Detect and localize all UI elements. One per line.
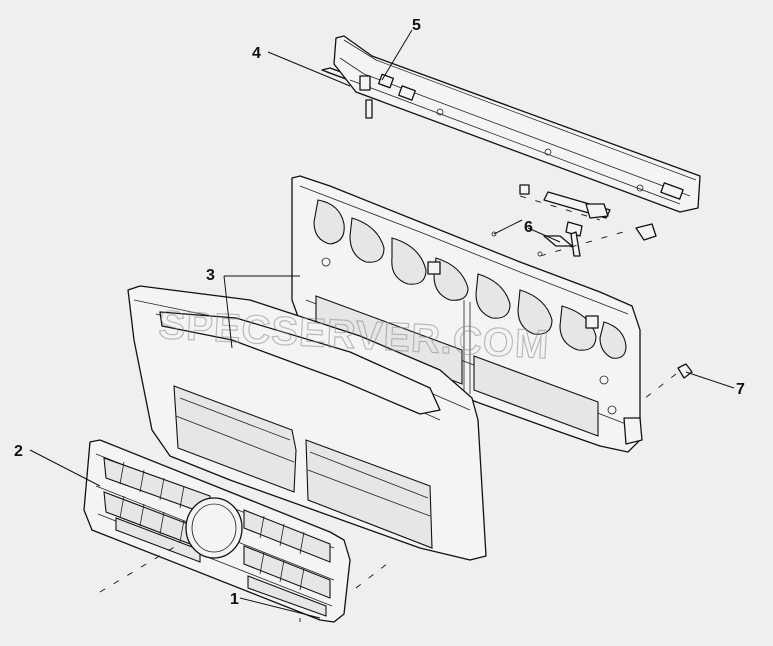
leader-lines [29, 29, 735, 619]
part-6-latch-hardware [491, 184, 657, 257]
part-2-front-grille [83, 439, 351, 623]
callout-1: 1 [230, 591, 239, 608]
callout-labels: 1 2 3 4 5 6 7 [14, 17, 745, 608]
part-3-outer-panel [127, 285, 487, 561]
mount-line-right [355, 559, 393, 589]
callout-2: 2 [14, 443, 23, 460]
callout-3: 3 [206, 267, 215, 284]
callout-5: 5 [412, 17, 421, 34]
part-3-inner-frame [291, 175, 643, 453]
callout-7: 7 [736, 381, 745, 398]
callout-6: 6 [524, 219, 533, 236]
callout-4: 4 [252, 45, 261, 62]
part-7-clip [639, 363, 693, 403]
part-5-cross-beam [333, 35, 701, 213]
